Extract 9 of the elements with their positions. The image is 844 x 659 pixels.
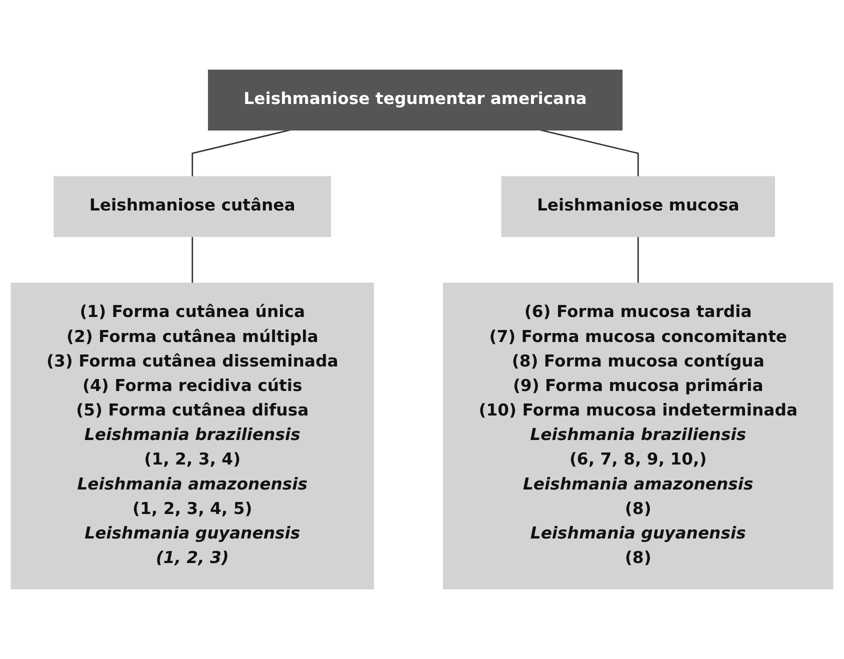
- node-box: Leishmaniose cutânea: [54, 176, 332, 238]
- connector: [637, 236, 639, 284]
- connector: [192, 236, 194, 284]
- node-box: (6) Forma mucosa tardia (7) Forma mucosa concomitante (8) Forma mucosa contígua (9) Forma mucosa primária (10) Forma mucosa indeterminada Leishmania braziliensis (6, 7, 8, 9, 10,) Leishmania amazonensis (8) Leishmania guyanensis (8): [443, 282, 834, 590]
- connector: [540, 129, 639, 177]
- node-box: Leishmaniose mucosa: [501, 176, 775, 238]
- connector: [192, 129, 290, 177]
- node-box: Leishmaniose tegumentar americana: [208, 70, 623, 131]
- node-box: (1) Forma cutânea única (2) Forma cutânea múltipla (3) Forma cutânea disseminada (4) Forma recidiva cútis (5) Forma cutânea difusa Leishmania braziliensis (1, 2, 3, 4) Leishmania amazonensis (1, 2, 3, 4, 5) Leishmania guyanensis (1, 2, 3): [10, 282, 374, 590]
